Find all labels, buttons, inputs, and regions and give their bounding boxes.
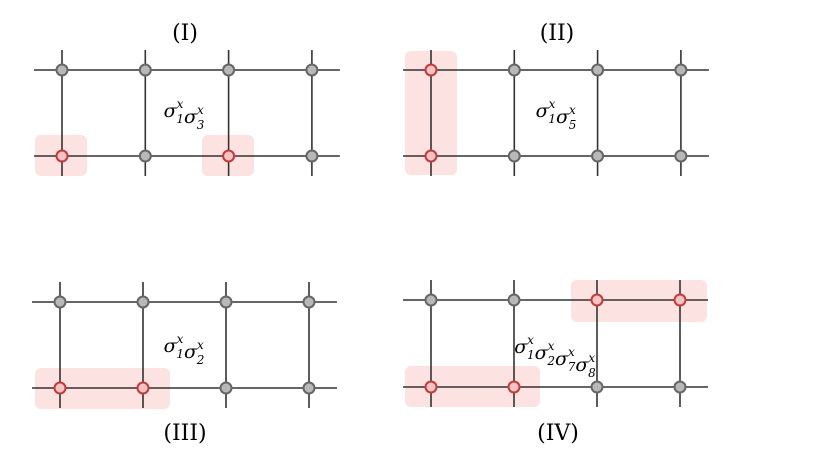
- operator-superscript: x: [197, 338, 204, 352]
- operator-sigma: σ: [555, 348, 569, 370]
- qubit-node: [302, 381, 316, 395]
- active-qubit-node: [53, 381, 67, 395]
- operator-superscript: x: [177, 97, 184, 111]
- qubit-node: [674, 63, 688, 77]
- operator-subscript: 3: [197, 118, 205, 132]
- qubit-node: [591, 63, 605, 77]
- active-qubit-node: [136, 381, 150, 395]
- operator-superscript: x: [197, 103, 204, 117]
- active-qubit-node: [424, 149, 438, 163]
- qubit-node: [590, 380, 604, 394]
- qubit-node: [674, 149, 688, 163]
- operator-superscript: x: [549, 97, 556, 111]
- active-qubit-node: [507, 380, 521, 394]
- active-qubit-node: [424, 380, 438, 394]
- highlight-region: [571, 280, 707, 322]
- lattice-grid: [403, 280, 708, 407]
- qubit-node: [305, 149, 319, 163]
- operator-sigma: σ: [184, 341, 198, 363]
- operator-subscript: 7: [568, 360, 576, 374]
- active-qubit-node: [222, 149, 236, 163]
- panel-label: (IV): [537, 421, 579, 446]
- lattice-grid: [403, 50, 709, 176]
- qubit-node: [673, 380, 687, 394]
- operator-sigma: σ: [536, 100, 550, 122]
- qubit-node: [219, 295, 233, 309]
- qubit-node: [55, 63, 69, 77]
- panel-label: (I): [172, 21, 198, 46]
- operator-sigma: σ: [575, 354, 589, 376]
- operator-sigma: σ: [556, 106, 570, 128]
- active-qubit-node: [424, 63, 438, 77]
- operator-superscript: x: [569, 103, 576, 117]
- active-qubit-node: [55, 149, 69, 163]
- operator-subscript: 2: [196, 353, 205, 367]
- qubit-node: [219, 381, 233, 395]
- qubit-node: [138, 149, 152, 163]
- operator-subscript: 1: [527, 348, 535, 362]
- panel-label: (II): [540, 21, 575, 46]
- operator-sigma: σ: [514, 336, 528, 358]
- operator-subscript: 1: [176, 347, 184, 361]
- operator-subscript: 1: [176, 112, 184, 126]
- qubit-node: [591, 149, 605, 163]
- operator-sigma: σ: [164, 100, 178, 122]
- operator-subscript: 1: [548, 112, 556, 126]
- qubit-node: [507, 63, 521, 77]
- operator-superscript: x: [177, 332, 184, 346]
- lattice-grid: [32, 282, 337, 408]
- operator-superscript: x: [527, 333, 534, 347]
- operator-superscript: x: [568, 345, 575, 359]
- operator-superscript: x: [588, 351, 595, 365]
- lattice-grid: [34, 50, 340, 176]
- operator-subscript: 5: [569, 118, 577, 132]
- qubit-node: [507, 149, 521, 163]
- operator-superscript: x: [548, 339, 555, 353]
- operator-sigma: σ: [535, 342, 549, 364]
- active-qubit-node: [590, 293, 604, 307]
- operator-subscript: 8: [588, 366, 596, 380]
- qubit-node: [305, 63, 319, 77]
- qubit-node: [53, 295, 67, 309]
- qubit-node: [302, 295, 316, 309]
- qubit-node: [507, 293, 521, 307]
- panel-label: (III): [163, 421, 206, 446]
- qubit-node: [138, 63, 152, 77]
- qubit-node: [424, 293, 438, 307]
- active-qubit-node: [673, 293, 687, 307]
- operator-sigma: σ: [164, 335, 178, 357]
- operator-sigma: σ: [184, 106, 198, 128]
- qubit-node: [136, 295, 150, 309]
- operator-subscript: 2: [546, 354, 555, 368]
- qubit-node: [222, 63, 236, 77]
